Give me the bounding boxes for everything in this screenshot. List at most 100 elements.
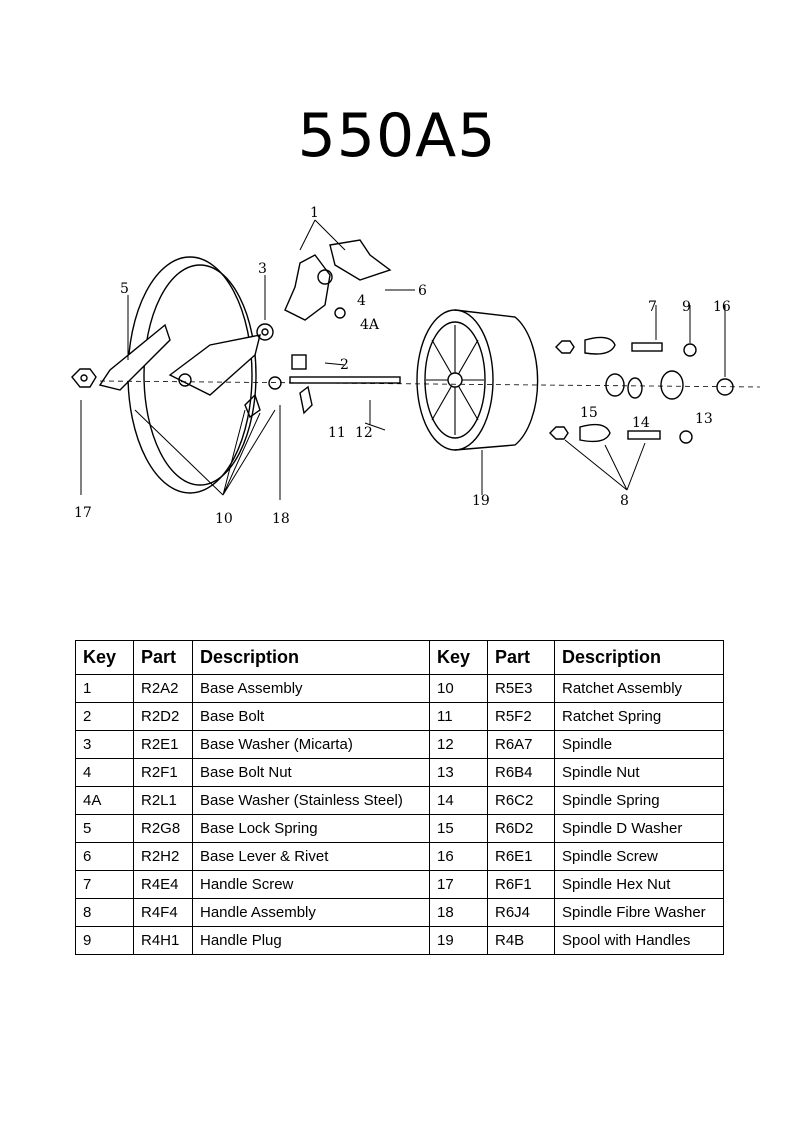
cell-part-2: R6A7 <box>487 730 555 759</box>
cell-description-2: Spindle Fibre Washer <box>554 898 724 927</box>
callout-13: 13 <box>695 411 713 427</box>
cell-description-2: Spindle D Washer <box>554 814 724 843</box>
cell-key: 9 <box>75 926 134 955</box>
callout-16: 16 <box>713 299 731 315</box>
cell-description: Base Assembly <box>192 674 430 703</box>
cell-description: Handle Assembly <box>192 898 430 927</box>
cell-key-2: 15 <box>429 814 488 843</box>
cell-key: 2 <box>75 702 134 731</box>
callout-12: 12 <box>355 425 373 441</box>
header-key: Key <box>75 640 134 675</box>
cell-key-2: 19 <box>429 926 488 955</box>
base-assembly-shape <box>284 254 331 321</box>
callout-7: 7 <box>648 299 657 315</box>
callout-10: 10 <box>215 511 233 527</box>
cell-description-2: Spool with Handles <box>554 926 724 955</box>
cell-part-2: R6J4 <box>487 898 555 927</box>
cell-description-2: Ratchet Spring <box>554 702 724 731</box>
callout-9: 9 <box>682 299 691 315</box>
cell-description: Base Lock Spring <box>192 814 430 843</box>
cell-part: R2L1 <box>133 786 193 815</box>
cell-key: 3 <box>75 730 134 759</box>
callout-14: 14 <box>632 415 650 431</box>
cell-key: 8 <box>75 898 134 927</box>
callout-4a: 4A <box>360 317 380 333</box>
base-clamp-shape <box>168 334 261 396</box>
cell-description-2: Spindle Screw <box>554 842 724 871</box>
cell-key-2: 10 <box>429 674 488 703</box>
cell-part-2: R5E3 <box>487 674 555 703</box>
cell-part-2: R6E1 <box>487 842 555 871</box>
cell-key-2: 17 <box>429 870 488 899</box>
header-description-2: Description <box>554 640 724 675</box>
cell-key-2: 18 <box>429 898 488 927</box>
spindle-shape <box>289 376 401 384</box>
cell-key-2: 16 <box>429 842 488 871</box>
reel-exploded-view: 1 2 3 4 4A 5 6 7 8 9 10 11 12 13 14 15 1… <box>71 205 760 527</box>
callout-15: 15 <box>580 405 598 421</box>
cell-description: Base Washer (Stainless Steel) <box>192 786 430 815</box>
header-part: Part <box>133 640 193 675</box>
callout-8: 8 <box>620 493 629 509</box>
cell-part: R2D2 <box>133 702 193 731</box>
cell-key: 4A <box>75 786 134 815</box>
base-bolt-shape <box>291 354 307 370</box>
cell-part-2: R6B4 <box>487 758 555 787</box>
base-washer-shape <box>256 323 274 341</box>
cell-key-2: 13 <box>429 758 488 787</box>
cell-description-2: Spindle Hex Nut <box>554 870 724 899</box>
cell-description: Base Washer (Micarta) <box>192 730 430 759</box>
cell-description-2: Spindle Nut <box>554 758 724 787</box>
header-part-2: Part <box>487 640 555 675</box>
callout-11: 11 <box>328 425 346 441</box>
callout-19: 19 <box>472 493 490 509</box>
callout-6: 6 <box>418 283 427 299</box>
handle-bottom-shape <box>579 423 611 443</box>
hex-nut-shape <box>71 368 97 388</box>
cell-key: 4 <box>75 758 134 787</box>
exploded-parts-diagram: 1 2 3 4 4A 5 6 7 8 9 10 11 12 13 14 15 1… <box>60 195 760 535</box>
cell-part-2: R6C2 <box>487 786 555 815</box>
cell-key-2: 11 <box>429 702 488 731</box>
header-key-2: Key <box>429 640 488 675</box>
callout-3: 3 <box>258 261 267 277</box>
callout-4: 4 <box>357 293 366 309</box>
parts-list-table: Key Part Description Key Part Descriptio… <box>75 640 724 955</box>
cell-key: 1 <box>75 674 134 703</box>
table-header-row: Key Part Description Key Part Descriptio… <box>75 640 724 675</box>
cell-description: Base Bolt Nut <box>192 758 430 787</box>
base-lock-spring-shape <box>98 323 171 391</box>
cell-description: Base Lever & Rivet <box>192 842 430 871</box>
callout-1: 1 <box>310 205 319 221</box>
page-title: 550A5 <box>297 101 497 171</box>
cell-part: R2F1 <box>133 758 193 787</box>
cell-description: Handle Plug <box>192 926 430 955</box>
ratchet-shape <box>244 393 261 419</box>
cell-key: 5 <box>75 814 134 843</box>
header-description: Description <box>192 640 430 675</box>
cell-part: R2H2 <box>133 842 193 871</box>
callout-5: 5 <box>120 281 129 297</box>
handle-top-shape <box>584 336 616 355</box>
cell-part-2: R6F1 <box>487 870 555 899</box>
cell-key: 6 <box>75 842 134 871</box>
cell-part: R4F4 <box>133 898 193 927</box>
cell-part-2: R6D2 <box>487 814 555 843</box>
cell-part: R4E4 <box>133 870 193 899</box>
callout-17: 17 <box>74 505 92 521</box>
cell-part-2: R5F2 <box>487 702 555 731</box>
callout-18: 18 <box>272 511 290 527</box>
cell-part: R4H1 <box>133 926 193 955</box>
cell-description-2: Spindle <box>554 730 724 759</box>
callout-2: 2 <box>340 357 349 373</box>
cell-part: R2A2 <box>133 674 193 703</box>
cell-part-2: R4B <box>487 926 555 955</box>
